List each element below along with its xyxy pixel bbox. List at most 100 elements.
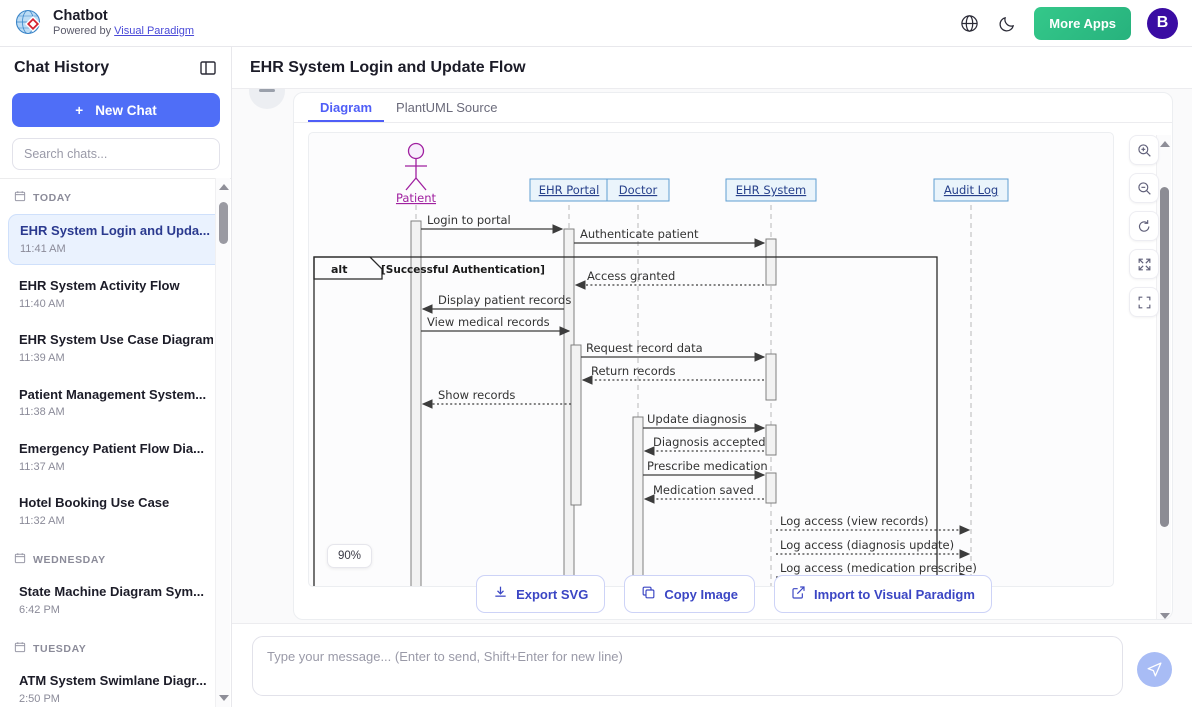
sidebar-scrollbar[interactable]	[215, 178, 230, 707]
chat-group-header: TODAY	[0, 179, 231, 214]
svg-text:Prescribe medication: Prescribe medication	[647, 459, 768, 473]
svg-text:Access granted: Access granted	[587, 269, 675, 283]
message-input[interactable]	[252, 635, 1123, 696]
visual-paradigm-logo-icon	[14, 8, 44, 38]
diagram-scrollbar[interactable]	[1156, 135, 1171, 619]
diagram-card: Diagram PlantUML Source	[293, 92, 1173, 620]
more-apps-button[interactable]: More Apps	[1034, 6, 1131, 40]
scroll-down-arrow-icon[interactable]	[1160, 613, 1170, 619]
svg-text:Update diagnosis: Update diagnosis	[647, 412, 747, 426]
visual-paradigm-link[interactable]: Visual Paradigm	[114, 25, 195, 38]
chat-group-label: WEDNESDAY	[33, 554, 106, 567]
chat-item-time: 11:32 AM	[19, 514, 65, 527]
svg-text:Doctor: Doctor	[619, 183, 658, 197]
chat-item-title: ATM System Swimlane Diagr...	[19, 673, 207, 689]
brand: Chatbot Powered by Visual Paradigm	[14, 8, 194, 38]
chat-group-label: TUESDAY	[33, 643, 87, 656]
svg-text:alt: alt	[331, 263, 347, 276]
send-button[interactable]	[1137, 652, 1172, 687]
calendar-icon	[14, 640, 26, 658]
moon-icon[interactable]	[996, 12, 1018, 34]
sidebar-header: Chat History	[0, 47, 231, 89]
svg-text:Patient: Patient	[396, 191, 437, 205]
tab-diagram[interactable]: Diagram	[308, 100, 384, 122]
panel-toggle-icon[interactable]	[199, 59, 217, 77]
diagram-action-bar[interactable]: Export SVG Copy Image Import to Visual Par…	[294, 575, 1172, 613]
chat-list-item[interactable]: Hotel Booking Use Case 11:32 AM	[8, 487, 224, 536]
top-bar: Chatbot Powered by Visual Paradigm More …	[0, 0, 1192, 47]
scroll-up-arrow-icon[interactable]	[1160, 141, 1170, 147]
svg-text:[Successful Authentication]: [Successful Authentication]	[381, 264, 545, 276]
export-svg-button[interactable]: Export SVG	[476, 575, 606, 613]
chat-item-title: EHR System Login and Upda...	[20, 223, 210, 238]
svg-text:Audit Log: Audit Log	[944, 183, 998, 197]
chat-item-title: Emergency Patient Flow Dia...	[19, 440, 204, 456]
calendar-icon	[14, 551, 26, 569]
chat-item-time: 11:41 AM	[20, 242, 66, 255]
svg-text:Display patient records: Display patient records	[438, 293, 571, 307]
svg-text:Return records: Return records	[591, 364, 676, 378]
action-label: Copy Image	[664, 586, 739, 602]
globe-icon[interactable]	[958, 12, 980, 34]
message-composer	[232, 623, 1192, 707]
svg-text:Log access (view records): Log access (view records)	[780, 514, 928, 528]
chat-item-time: 2:50 PM	[19, 693, 60, 706]
chat-group-header: TUESDAY	[0, 630, 231, 665]
diagram-controls	[1129, 135, 1165, 317]
chat-history-list[interactable]: TODAY EHR System Login and Upda... 11:41 A…	[0, 178, 231, 707]
scroll-up-arrow-icon[interactable]	[219, 184, 229, 190]
fit-screen-icon[interactable]	[1129, 287, 1159, 317]
user-avatar[interactable]: B	[1147, 7, 1178, 39]
svg-text:EHR System: EHR System	[736, 183, 806, 197]
zoom-in-icon[interactable]	[1129, 135, 1159, 165]
chat-item-time: 6:42 PM	[19, 604, 60, 617]
new-chat-label: New Chat	[95, 102, 157, 118]
import-to-visual-paradigm-button[interactable]: Import to Visual Paradigm	[774, 575, 992, 613]
svg-text:Request record data: Request record data	[586, 341, 703, 355]
main-header: EHR System Login and Update Flow	[232, 47, 1192, 89]
chat-list-item[interactable]: ATM System Swimlane Diagr... 2:50 PM	[8, 665, 224, 707]
chat-list-item[interactable]: EHR System Activity Flow 11:40 AM	[8, 270, 224, 319]
plus-icon: +	[75, 102, 84, 118]
page-title: EHR System Login and Update Flow	[250, 58, 526, 76]
chat-history-title: Chat History	[14, 59, 110, 76]
card-tabs[interactable]: Diagram PlantUML Source	[294, 93, 1172, 123]
reset-zoom-icon[interactable]	[1129, 211, 1159, 241]
chat-item-title: Hotel Booking Use Case	[19, 494, 170, 510]
chat-item-title: Patient Management System...	[19, 386, 207, 402]
svg-text:Log access (medication prescri: Log access (medication prescribe)	[780, 561, 977, 575]
chat-list-item[interactable]: State Machine Diagram Sym... 6:42 PM	[8, 576, 224, 625]
zoom-out-icon[interactable]	[1129, 173, 1159, 203]
chat-list-item[interactable]: EHR System Login and Upda... 11:41 AM	[8, 214, 224, 266]
diagram-scroll-thumb[interactable]	[1160, 187, 1169, 527]
svg-text:EHR Portal: EHR Portal	[539, 183, 600, 197]
new-chat-button[interactable]: + New Chat	[12, 93, 220, 127]
download-icon	[493, 585, 508, 603]
chat-item-time: 11:40 AM	[19, 298, 65, 311]
svg-text:Medication saved: Medication saved	[653, 483, 754, 497]
scroll-down-arrow-icon[interactable]	[219, 695, 229, 701]
diagram-viewport[interactable]: Patient EHR Portal Doctor EHR System Aud…	[308, 132, 1114, 587]
svg-text:Authenticate patient: Authenticate patient	[580, 227, 699, 241]
tab-plantuml-source[interactable]: PlantUML Source	[396, 100, 498, 115]
sidebar-scroll-thumb[interactable]	[219, 202, 228, 244]
copy-image-button[interactable]: Copy Image	[624, 575, 756, 613]
chat-item-time: 11:38 AM	[19, 406, 65, 419]
chat-item-title: EHR System Activity Flow	[19, 278, 180, 294]
action-label: Export SVG	[516, 586, 589, 602]
app-title: Chatbot	[53, 8, 108, 25]
calendar-icon	[14, 189, 26, 207]
chat-list-item[interactable]: Emergency Patient Flow Dia...11:37 AM	[8, 433, 224, 482]
copy-icon	[641, 585, 656, 603]
chat-item-title: EHR System Use Case Diagram	[19, 332, 213, 348]
svg-text:Login to portal: Login to portal	[427, 213, 511, 227]
assistant-avatar	[249, 89, 285, 109]
svg-text:Diagnosis accepted: Diagnosis accepted	[653, 435, 766, 449]
chat-list-item[interactable]: Patient Management System... 11:38 AM	[8, 379, 224, 428]
search-input[interactable]	[12, 138, 220, 170]
svg-text:View medical records: View medical records	[427, 315, 550, 329]
expand-icon[interactable]	[1129, 249, 1159, 279]
chat-item-title: State Machine Diagram Sym...	[19, 584, 204, 600]
